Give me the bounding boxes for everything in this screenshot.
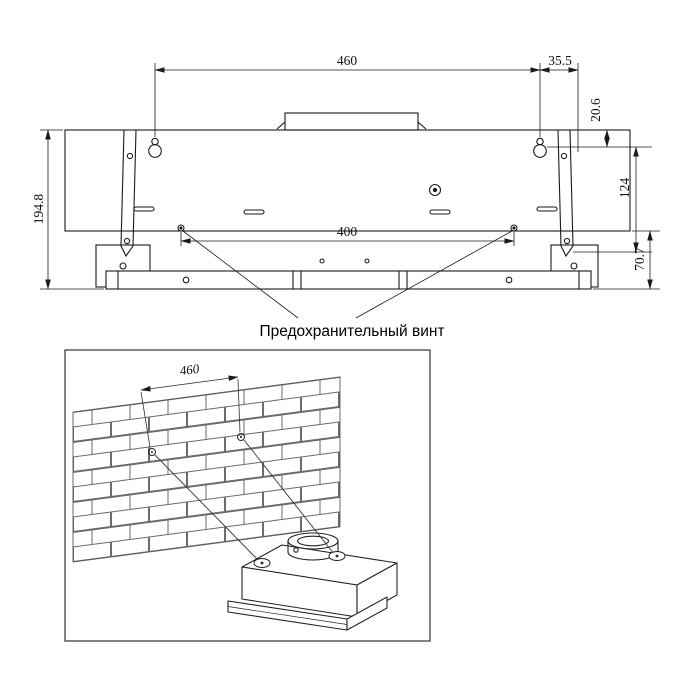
small-rivet: [319, 258, 325, 264]
safety-screw-right: [510, 224, 518, 232]
vent-slot: [243, 209, 265, 215]
dimension-right-mid: [573, 146, 652, 253]
keyhole-slot-right: [533, 137, 547, 158]
center-screw: [428, 183, 442, 197]
dimension-labels: 460 35.5 20.6 124 70.7 194.8 400: [31, 53, 647, 271]
wall-screw-left: [148, 448, 156, 456]
wall-dim-label: 460: [179, 361, 201, 378]
dimension-lines: [40, 63, 660, 319]
safety-screw-leader-lines: [182, 230, 513, 319]
dim-left-height-label: 194.8: [31, 194, 46, 225]
dimension-right-lower: [593, 230, 660, 290]
dimension-top-right-offset: [539, 63, 579, 152]
screw-alignment-lines: [154, 439, 335, 562]
dim-right-upper-label: 20.6: [588, 98, 603, 122]
illustration-border: [64, 349, 431, 642]
dimension-left-height: [40, 129, 104, 290]
dim-inner-width-label: 400: [337, 224, 358, 239]
keyhole-slot-left: [148, 137, 162, 158]
mounting-tab-left: [253, 558, 271, 568]
dimension-top-width: [154, 63, 541, 137]
bracket-left: [120, 129, 137, 258]
dimension-inner-width: [180, 232, 515, 246]
installation-illustration: 460: [64, 349, 431, 642]
top-duct-plate: [284, 112, 419, 131]
safety-screw-left: [177, 224, 185, 232]
duct-collar: [287, 532, 339, 561]
hood-mounting-tabs: [253, 551, 346, 568]
safety-screw-label: Предохранительный винт: [259, 323, 444, 340]
hood-body-outline: [64, 129, 631, 232]
dimension-right-upper: [547, 129, 652, 148]
hood-right-face: [356, 562, 398, 618]
vent-slot: [133, 206, 155, 212]
wall-screws: [148, 433, 245, 456]
bottom-rail: [105, 270, 592, 290]
front-view-drawing: [64, 112, 631, 290]
bracket-right: [557, 129, 574, 258]
wall-screw-right: [237, 433, 245, 441]
small-rivet: [364, 258, 370, 264]
brick-wall: [72, 376, 341, 563]
wall-dimension: [140, 375, 241, 448]
dim-top-right-label: 35.5: [548, 53, 572, 68]
mounting-tab-right: [328, 551, 346, 561]
tray-right-face: [346, 596, 388, 631]
vent-slot: [429, 209, 451, 215]
dim-right-mid-label: 124: [617, 178, 632, 199]
dim-top-width-label: 460: [337, 53, 358, 68]
vent-slot: [536, 206, 558, 212]
dim-right-lower-label: 70.7: [632, 247, 647, 271]
hood-unit-isometric: [227, 532, 398, 631]
